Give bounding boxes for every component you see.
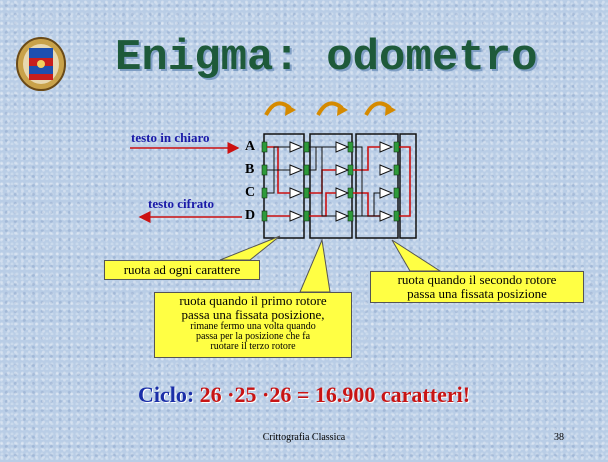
cycle-value: 26 ·25 ·26 = 16.900 caratteri!: [199, 382, 471, 407]
callout-second-rotor-line2: passa una fissata posizione: [407, 286, 547, 301]
page-title: Enigma: odometro: [115, 33, 538, 83]
callout-second-rotor-line1: ruota quando il secondo rotore: [397, 272, 557, 287]
cycle-label: Ciclo:: [137, 382, 195, 407]
reflector: [399, 133, 417, 239]
ciphertext-label: testo cifrato: [148, 196, 215, 211]
letter-c: C: [245, 185, 256, 200]
university-crest-icon: [16, 37, 66, 91]
callout-second-rotor: ruota quando il secondo rotore passa una…: [370, 271, 584, 303]
callout-every-char-text: ruota ad ogni carattere: [123, 262, 241, 277]
rotor-1: [263, 133, 305, 239]
callout-first-rotor-line1: ruota quando il primo rotore: [179, 293, 327, 308]
cycle-formula: Ciclo: 26 ·25 ·26 = 16.900 caratteri!: [0, 382, 608, 408]
callout-first-rotor-small2: passa per la posizione che fa: [195, 331, 311, 342]
callout-first-rotor-small3: ruotare il terzo rotore: [210, 341, 296, 352]
callout-every-char: ruota ad ogni carattere: [104, 260, 260, 280]
rotor-3: [355, 133, 399, 239]
footer-title: Crittografia Classica: [262, 432, 346, 443]
callout-first-rotor-small1: rimane fermo una volta quando: [190, 321, 316, 332]
rotation-arrow-icon: [264, 101, 392, 116]
letter-a: A: [245, 139, 256, 154]
letter-b: B: [245, 162, 255, 177]
callout-first-rotor: ruota quando il primo rotore passa una f…: [154, 292, 352, 358]
plaintext-label: testo in chiaro: [131, 130, 210, 145]
rotor-2: [309, 133, 353, 239]
callout-first-rotor-line2: passa una fissata posizione,: [181, 307, 325, 322]
letter-d: D: [245, 208, 256, 223]
page-number: 38: [554, 432, 564, 443]
